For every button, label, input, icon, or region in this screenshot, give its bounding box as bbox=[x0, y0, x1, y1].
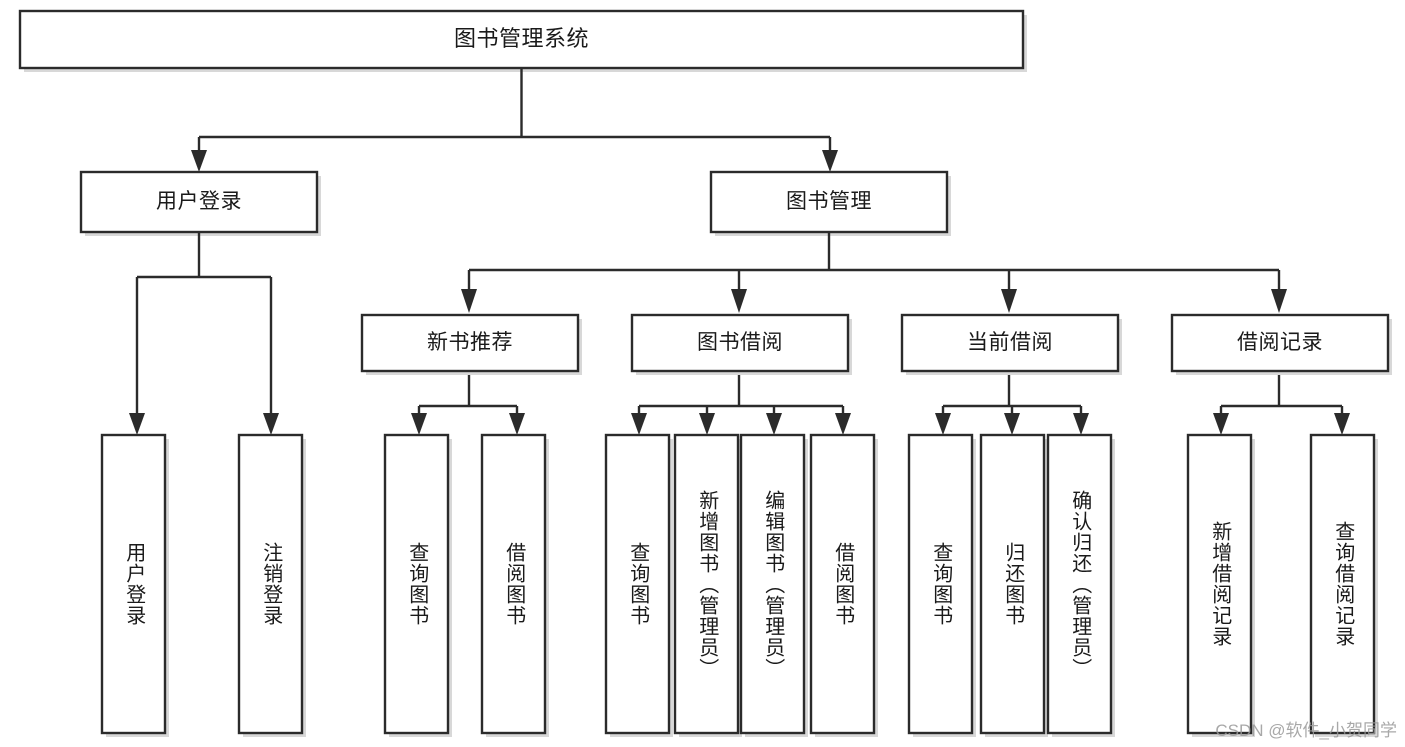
node-root-box[interactable] bbox=[18, 9, 1025, 70]
node-leaf-query-book-2-box[interactable] bbox=[604, 433, 671, 735]
node-book-manage-box[interactable] bbox=[709, 170, 949, 234]
node-leaf-return-book-box[interactable] bbox=[979, 433, 1046, 735]
node-leaf-edit-book-box[interactable] bbox=[739, 433, 806, 735]
node-book-borrow-box[interactable] bbox=[630, 313, 850, 373]
node-leaf-add-record-box[interactable] bbox=[1186, 433, 1253, 735]
connector-layer bbox=[129, 68, 1350, 435]
node-leaf-query-book-1-box[interactable] bbox=[383, 433, 450, 735]
node-user-login-box[interactable] bbox=[79, 170, 319, 234]
node-current-borrow-box[interactable] bbox=[900, 313, 1120, 373]
node-leaf-query-book-3-box[interactable] bbox=[907, 433, 974, 735]
node-leaf-user-login-box[interactable] bbox=[100, 433, 167, 735]
node-new-book-rec-box[interactable] bbox=[360, 313, 580, 373]
box-layer bbox=[18, 9, 1390, 735]
node-leaf-logout-box[interactable] bbox=[237, 433, 304, 735]
node-leaf-query-record-box[interactable] bbox=[1309, 433, 1376, 735]
node-leaf-borrow-book-2-box[interactable] bbox=[809, 433, 876, 735]
node-leaf-confirm-return-box[interactable] bbox=[1046, 433, 1113, 735]
csdn-watermark: CSDN @软件_小贺同学 bbox=[1215, 721, 1397, 740]
node-leaf-add-book-box[interactable] bbox=[673, 433, 740, 735]
node-leaf-borrow-book-1-box[interactable] bbox=[480, 433, 547, 735]
node-borrow-record-box[interactable] bbox=[1170, 313, 1390, 373]
